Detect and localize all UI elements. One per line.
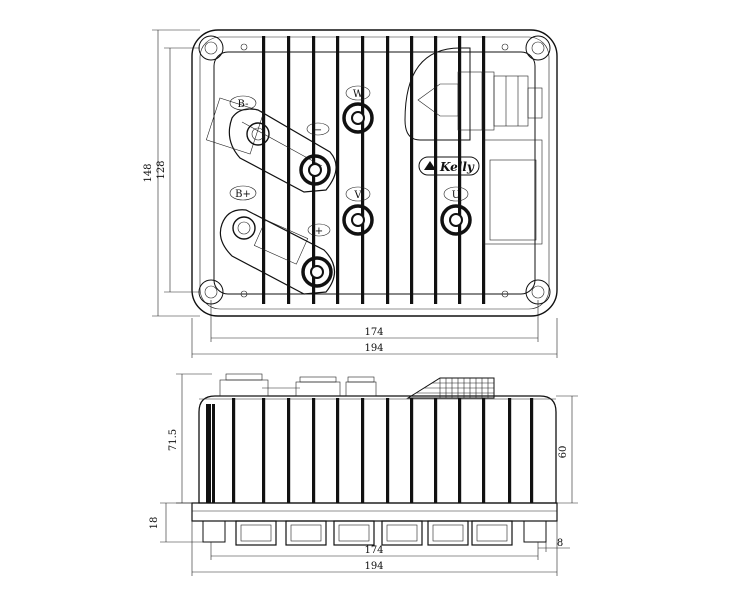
dim-width-194-side: 194 — [364, 561, 383, 572]
fin-top-9 — [458, 36, 462, 304]
base-connector-tabs — [235, 520, 513, 546]
base-tab-inner-3 — [338, 524, 370, 542]
side-top-hardware — [219, 373, 495, 399]
dim-height-128: 128 — [156, 160, 167, 179]
base-tab-inner-5 — [432, 524, 464, 542]
terminal-u — [440, 204, 472, 236]
fin-side-7 — [386, 398, 390, 503]
connector-hatch — [416, 378, 494, 398]
label-u: U — [443, 186, 469, 202]
signal-connector — [404, 47, 543, 245]
svg-text:B-: B- — [238, 99, 249, 110]
side-view-dimensions: 71.5 60 18 174 194 8 — [149, 373, 578, 576]
fin-side-12 — [508, 398, 512, 503]
terminal-minus — [299, 154, 331, 186]
mounting-holes — [198, 35, 551, 305]
side-base-plate — [191, 502, 558, 522]
fin-top-6 — [386, 36, 390, 304]
busbar-b-minus — [205, 97, 337, 193]
terminal-plus — [301, 256, 333, 288]
label-plus: + — [307, 223, 331, 237]
terminal-w — [342, 102, 374, 134]
dim-height-71-5: 71.5 — [168, 429, 179, 451]
base-tab-inner-2 — [290, 524, 322, 542]
svg-text:W: W — [353, 89, 364, 100]
busbar-b-plus — [219, 209, 336, 295]
fin-top-4 — [336, 36, 340, 304]
housing-lid-outline — [213, 51, 536, 295]
dim-height-148: 148 — [143, 163, 154, 182]
dim-width-174-side: 174 — [364, 545, 383, 556]
fin-top-7 — [410, 36, 414, 304]
mount-hole-top-right — [525, 35, 551, 61]
dim-offset-8: 8 — [557, 538, 563, 549]
fin-side-13 — [530, 398, 534, 503]
base-tab-2 — [285, 520, 327, 546]
side-heatsink-fins — [232, 398, 534, 503]
fin-top-5 — [361, 36, 365, 304]
base-tab-1 — [235, 520, 277, 546]
fin-side-8 — [410, 398, 414, 503]
fin-top-2 — [287, 36, 291, 304]
svg-text:B+: B+ — [235, 189, 251, 200]
brand-logo-text: Kelly — [439, 160, 475, 174]
fin-top-10 — [482, 36, 486, 304]
fin-side-6 — [361, 398, 365, 503]
b-minus-bolt — [246, 122, 270, 146]
top-view-dimensions: 148 128 174 194 — [143, 29, 558, 358]
fin-side-9 — [434, 398, 438, 503]
fin-side-10 — [458, 398, 462, 503]
base-tab-4 — [381, 520, 423, 546]
dim-width-174-top: 174 — [364, 327, 383, 338]
base-tab-inner-4 — [386, 524, 418, 542]
dim-height-60: 60 — [558, 446, 569, 459]
label-b-minus: B- — [229, 95, 257, 111]
label-w: W — [345, 85, 371, 101]
base-tab-inner-1 — [240, 524, 272, 542]
base-tab-5 — [427, 520, 469, 546]
top-view: Kelly — [143, 29, 558, 358]
fin-side-1 — [232, 398, 236, 503]
label-b-plus: B+ — [229, 185, 257, 201]
terminal-v — [342, 204, 374, 236]
fin-side-11 — [482, 398, 486, 503]
housing-inner-outline — [199, 36, 550, 310]
svg-text:+: + — [315, 226, 323, 237]
svg-text:V: V — [353, 190, 362, 201]
housing-outline — [191, 29, 558, 317]
label-v: V — [345, 186, 371, 202]
brand-logo: Kelly — [418, 156, 480, 176]
side-body-outline — [198, 395, 557, 504]
base-tab-inner-6 — [476, 524, 508, 542]
base-tab-3 — [333, 520, 375, 546]
terminal-posts — [299, 102, 472, 288]
dim-width-194-top: 194 — [364, 343, 383, 354]
label-minus: − — [306, 122, 330, 136]
fin-side-4 — [312, 398, 316, 503]
dim-height-18: 18 — [149, 517, 160, 530]
svg-text:−: − — [314, 125, 322, 136]
fin-side-3 — [287, 398, 291, 503]
terminal-labels: B- B+ W V U − — [229, 85, 469, 237]
mount-hole-top-left — [198, 35, 224, 61]
side-view: 71.5 60 18 174 194 8 — [149, 373, 578, 576]
b-plus-bolt — [232, 216, 256, 240]
svg-text:U: U — [452, 190, 460, 201]
fin-side-5 — [336, 398, 340, 503]
base-tab-6 — [471, 520, 513, 546]
fin-side-2 — [262, 398, 266, 503]
